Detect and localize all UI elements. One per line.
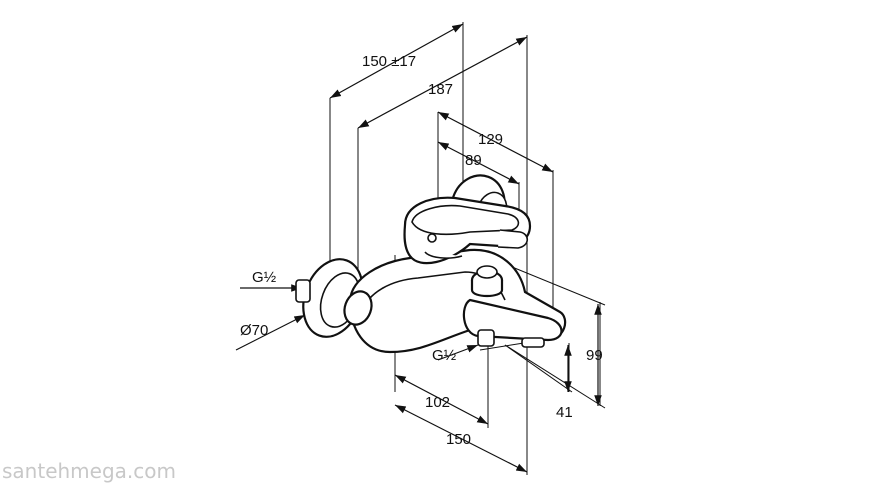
dim-label-41: 41: [556, 404, 573, 421]
dim-line-150: [394, 404, 528, 473]
dim-label-g-half-bottom: G½: [432, 347, 457, 364]
spout-outlet: [521, 337, 545, 348]
dim-label-g-half-top: G½: [252, 269, 277, 286]
dim-line-187: [357, 36, 528, 129]
dim-label-89: 89: [465, 152, 482, 169]
mixer-body: [295, 174, 567, 354]
dimension-lines: [235, 23, 602, 473]
dim-label-150: 150: [446, 431, 471, 448]
dim-label-dia70: Ø70: [240, 322, 268, 339]
dim-line-89: [437, 141, 520, 185]
dimension-labels: 150 ±17 187 129 89 G½ Ø70 G½ 102 150 99 …: [240, 53, 603, 448]
dim-label-187: 187: [428, 81, 453, 98]
leader-g-half-bottom: [437, 344, 479, 361]
leader-dia70: [235, 314, 306, 351]
watermark: santehmega.com: [2, 459, 176, 483]
bottom-connection: [477, 329, 495, 347]
dim-label-129: 129: [478, 131, 503, 148]
left-connection: [295, 279, 311, 303]
dim-label-102: 102: [425, 394, 450, 411]
dim-label-99: 99: [586, 347, 603, 364]
dim-label-150-pm: 150 ±17: [362, 53, 416, 70]
